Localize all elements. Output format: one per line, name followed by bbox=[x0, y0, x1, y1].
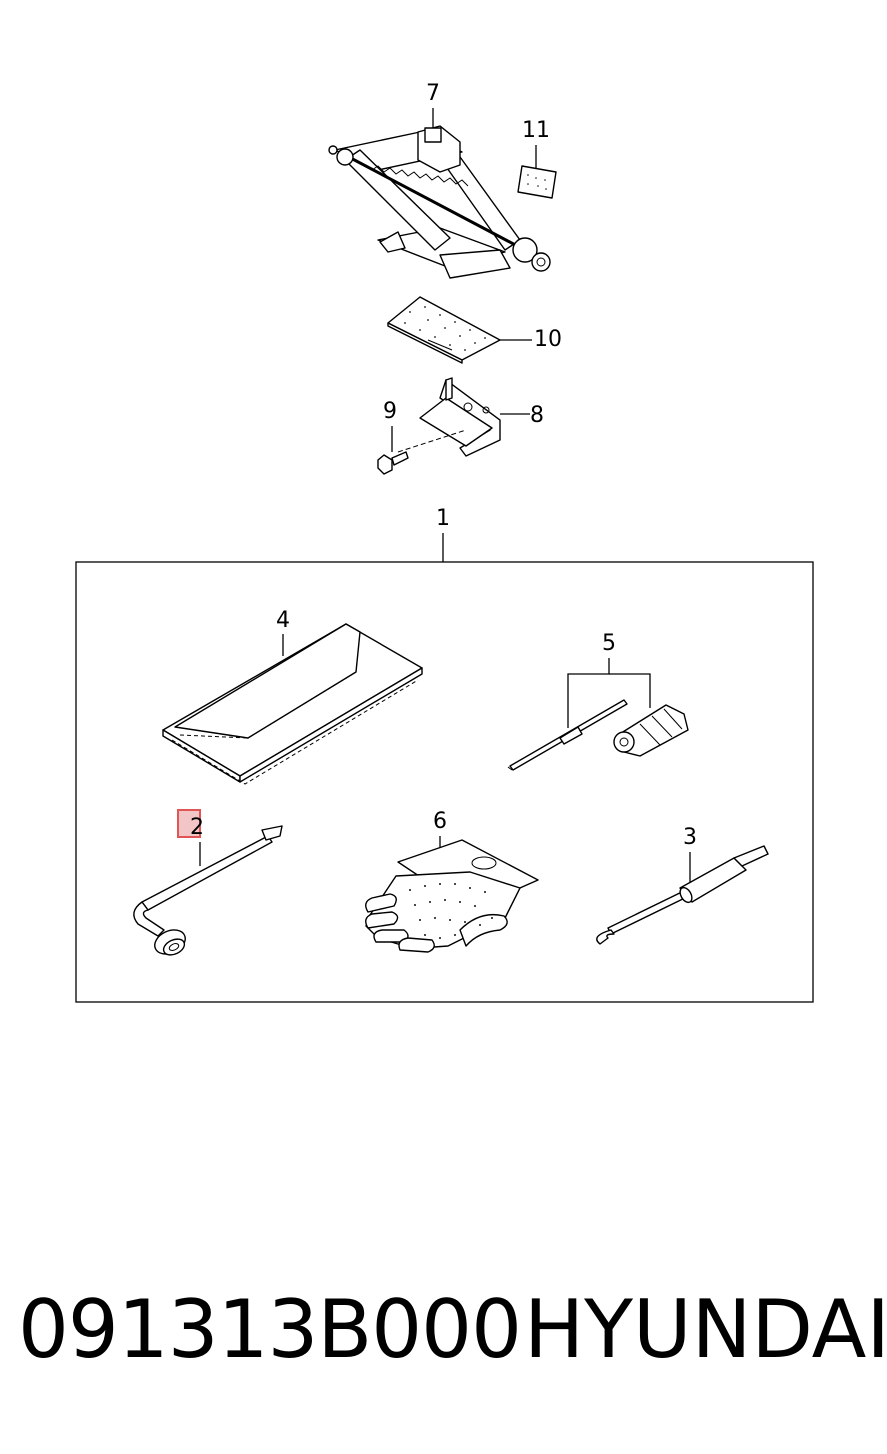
callout-9[interactable]: 9 bbox=[383, 399, 397, 424]
mounting-bolt: 9 bbox=[377, 399, 409, 475]
brand-name: HYUNDAI bbox=[524, 1283, 887, 1376]
jack-bracket: 8 bbox=[397, 377, 544, 457]
callout-8[interactable]: 8 bbox=[530, 403, 544, 428]
callout-1[interactable]: 1 bbox=[436, 506, 450, 531]
callout-4[interactable]: 4 bbox=[276, 608, 290, 633]
callout-7[interactable]: 7 bbox=[426, 81, 440, 106]
tool-bag: 4 bbox=[162, 608, 423, 785]
screwdriver-set: 5 bbox=[507, 631, 689, 771]
tool-kit-group: 1 bbox=[75, 506, 814, 1003]
highlight-box[interactable] bbox=[177, 809, 201, 838]
jack-handle: 3 bbox=[596, 825, 769, 945]
callout-3[interactable]: 3 bbox=[683, 825, 697, 850]
leader-5b bbox=[609, 673, 651, 708]
jack-label: 11 bbox=[517, 118, 557, 199]
callout-5[interactable]: 5 bbox=[602, 631, 616, 656]
scissor-jack: 7 bbox=[328, 81, 551, 279]
leader-5a bbox=[567, 658, 610, 728]
lug-wrench: 2 bbox=[133, 809, 283, 956]
tool-kit-frame bbox=[75, 561, 814, 1003]
gloves: 6 bbox=[365, 809, 539, 953]
callout-2[interactable]: 2 bbox=[190, 815, 204, 840]
part-number: 091313B000 bbox=[18, 1283, 522, 1376]
callout-11[interactable]: 11 bbox=[522, 118, 550, 143]
jack-pad: 10 bbox=[387, 296, 562, 364]
callout-10[interactable]: 10 bbox=[534, 327, 562, 352]
callout-6[interactable]: 6 bbox=[433, 809, 447, 834]
